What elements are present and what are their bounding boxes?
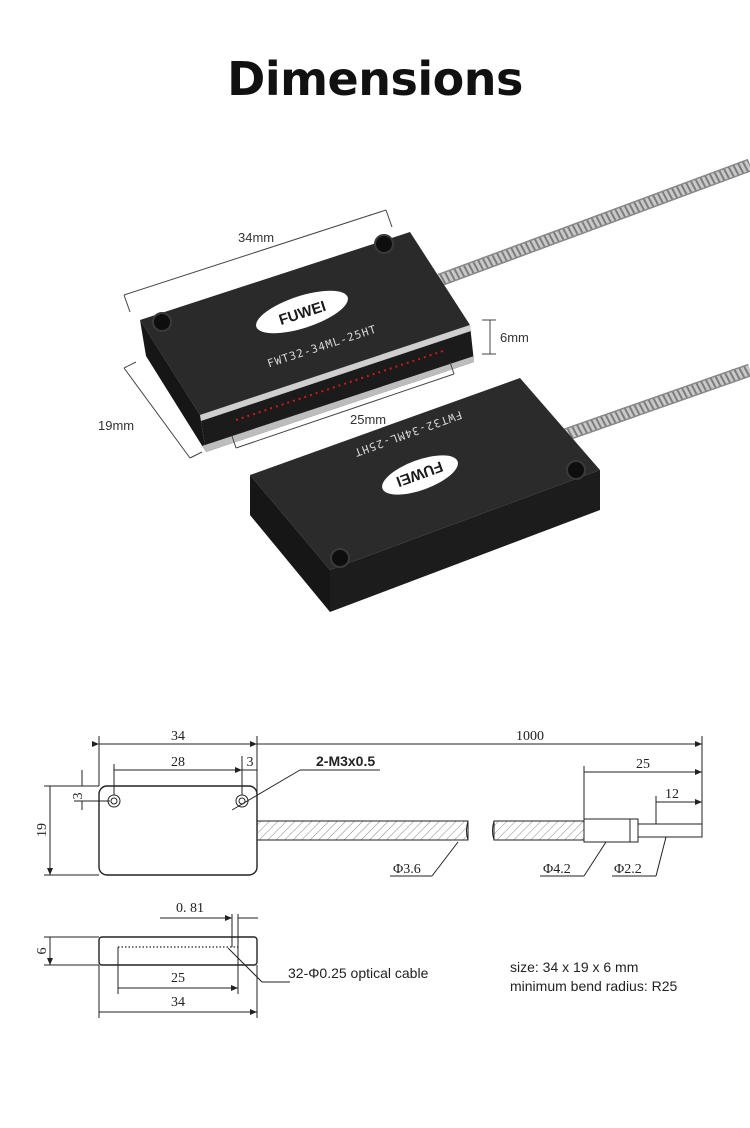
fiber-span-label: 25mm (350, 412, 386, 427)
dim-hole-spacing: 28 (171, 755, 185, 770)
dim-hole-edge: 3 (247, 755, 254, 770)
dim-side-length: 34 (171, 995, 185, 1010)
dim-cable-length: 1000 (516, 729, 544, 744)
note-screw-holes: 2-M3x0.5 (316, 753, 375, 769)
dim-fiber-offset: 0. 81 (176, 901, 204, 916)
width-label: 19mm (98, 418, 134, 433)
spec-size: size: 34 x 19 x 6 mm (510, 959, 638, 975)
note-fiber: 32-Φ0.25 optical cable (288, 965, 429, 981)
housing-lower: FUWEI FWT32-34ML-25HT (250, 378, 600, 612)
height-label: 6mm (500, 330, 529, 345)
dim-fiber-span: 25 (171, 971, 185, 986)
mount-hole-icon (566, 460, 586, 480)
mount-hole-icon (374, 234, 394, 254)
dim-tail-dia: Φ2.2 (614, 862, 642, 877)
cable-segment-right (493, 820, 585, 841)
dim-cable-dia: Φ3.6 (393, 862, 421, 877)
housing-upper: FUWEI FWT32-34ML-25HT (140, 232, 474, 452)
dim-sleeve-dia: Φ4.2 (543, 862, 571, 877)
top-view-body (98, 785, 258, 876)
dim-tail-length: 25 (636, 757, 650, 772)
mount-hole-icon (152, 312, 172, 332)
photo-dimension-lines (123, 209, 496, 459)
dim-hole-offset: 3 (71, 793, 86, 800)
spec-bend-radius: minimum bend radius: R25 (510, 978, 678, 994)
cable-segment-left (256, 820, 469, 841)
side-view-body (98, 936, 258, 966)
length-label: 34mm (238, 230, 274, 245)
dim-thickness: 6 (35, 948, 50, 955)
dim-overall-length: 34 (171, 729, 185, 744)
page-title: Dimensions (227, 52, 523, 106)
technical-drawing: 34 1000 28 3 3 19 2-M3x0.5 25 12 Φ3.6 Φ4… (35, 729, 703, 1018)
dim-bare-length: 12 (665, 787, 679, 802)
mount-hole-icon (330, 548, 350, 568)
product-illustration: FUWEI FWT32-34ML-25HT FUWEI FWT32-34ML-2… (98, 158, 750, 612)
dim-body-width: 19 (35, 823, 50, 837)
armored-cable-upper (437, 158, 750, 287)
armored-cable-lower (562, 363, 750, 442)
bare-tail (637, 823, 703, 838)
